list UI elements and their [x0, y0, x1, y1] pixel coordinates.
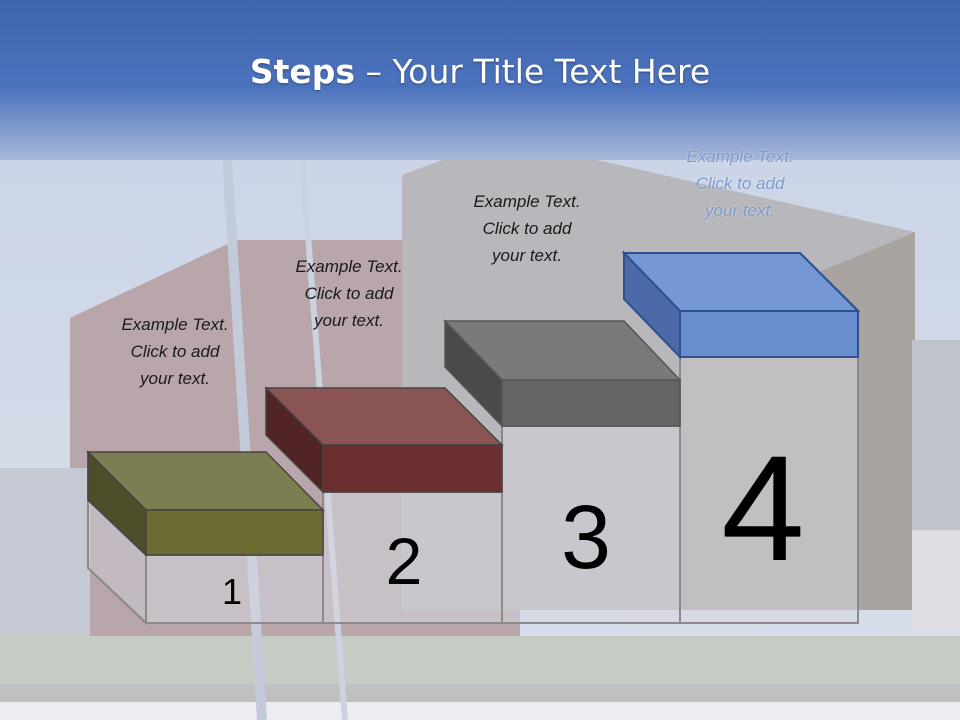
step-caption-1[interactable]: Example Text. Click to add your text. — [121, 315, 229, 388]
step-caption-4[interactable]: Example Text. Click to add your text. — [686, 147, 794, 220]
step-block-2[interactable] — [264, 386, 504, 494]
step-block-1[interactable] — [86, 450, 325, 557]
title-bold: Steps — [249, 52, 356, 91]
step-number-3: 3 — [561, 488, 611, 588]
step-block-4[interactable] — [621, 250, 861, 360]
step-caption-2[interactable]: Example Text. Click to add your text. — [295, 257, 403, 330]
title-rest: – Your Title Text Here — [355, 52, 711, 91]
stair-faces — [87, 356, 859, 626]
step-number-1: 1 — [222, 571, 242, 612]
step-number-4: 4 — [721, 424, 804, 592]
step-block-3[interactable] — [443, 319, 682, 428]
step-number-2: 2 — [386, 524, 423, 598]
step-caption-3[interactable]: Example Text. Click to add your text. — [473, 192, 581, 265]
slide-title[interactable]: Steps – Your Title Text Here — [0, 52, 960, 91]
